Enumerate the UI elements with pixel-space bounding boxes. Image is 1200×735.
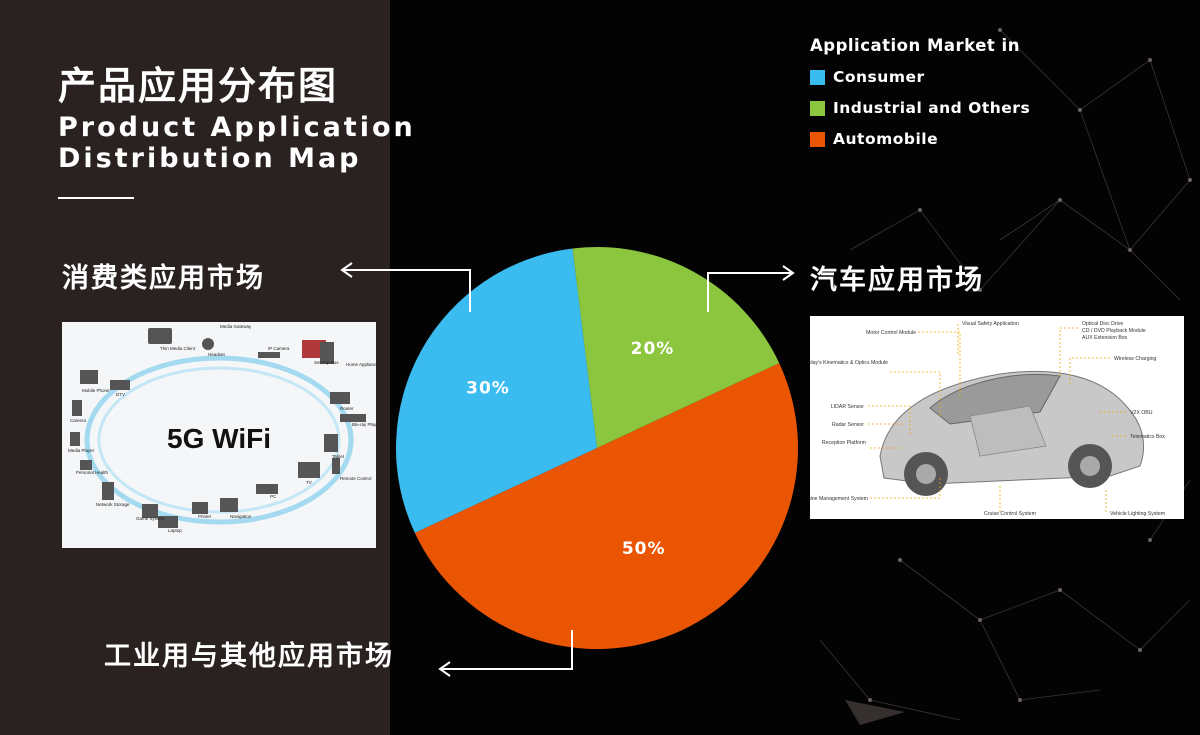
device-label: Thin Media Client (160, 346, 196, 351)
device-label: Headset (208, 352, 226, 357)
device-label: Network Storage (96, 502, 130, 507)
auto-callout: AUX Extension Box (1082, 335, 1128, 341)
auto-arrow-head (782, 265, 795, 281)
callout-lines (868, 324, 1126, 512)
connector-arrows (340, 262, 795, 677)
device-label: Mobile Phone (82, 388, 110, 393)
device-label: Game System (136, 516, 165, 521)
device-label: Media Gateway (220, 324, 252, 329)
pie-slice-automobile (414, 363, 799, 650)
device-label: Camera (70, 418, 87, 423)
auto-callout: V2X OBU (1130, 410, 1153, 416)
auto-callout: Vehicle Lighting System (1110, 511, 1165, 517)
title-cn: 产品应用分布图 (58, 64, 339, 108)
device-label: Media Player (68, 448, 95, 453)
pie-label-industrial: 20% (631, 339, 675, 359)
device-icons (70, 328, 366, 528)
auto-callout: Telematics Box (1130, 434, 1165, 440)
device-label: Printer (198, 514, 212, 519)
auto-market-label: 汽车应用市场 (810, 265, 984, 296)
device-label: TV (306, 480, 312, 485)
auto-callouts: Motor Control ModuleHead-Up Display's Ki… (810, 321, 1165, 517)
legend-label-industrial: Industrial and Others (833, 99, 1031, 117)
auto-callout: Optical Disc Drive (1082, 321, 1123, 327)
device-label: Router (340, 406, 354, 411)
legend-label-automobile: Automobile (833, 130, 939, 148)
auto-callout: Reception Platform (822, 440, 866, 446)
legend-item-consumer: Consumer (810, 68, 1030, 86)
title-underline (58, 197, 134, 199)
industrial-market-label: 工业用与其他应用市场 (104, 641, 394, 672)
industrial-arrow-head (438, 661, 451, 677)
device-label: IP Camera (268, 346, 290, 351)
legend-item-automobile: Automobile (810, 130, 1030, 148)
auto-callout: CD / DVD Playback Module (1082, 328, 1146, 334)
auto-connector (707, 272, 791, 312)
consumer-arrow-head (340, 262, 353, 278)
title-en-line2: Distribution Map (58, 143, 362, 174)
title-en-line1: Product Application (58, 112, 416, 143)
auto-callout: Radar Sensor (832, 422, 864, 428)
pie-slices (395, 246, 799, 650)
auto-callout: Engine Management System (810, 496, 868, 502)
device-label: Blu-ray Player (352, 422, 376, 427)
pie-slice-labels: 50% 30% 20% (466, 339, 675, 559)
legend-swatch-industrial (810, 100, 825, 116)
legend: Application Market in Consumer Industria… (810, 36, 1030, 148)
auto-callout: Wireless Charging (1114, 356, 1156, 362)
legend-swatch-consumer (810, 69, 825, 85)
consumer-market-label: 消费类应用市场 (62, 263, 265, 294)
device-label: Laptop (168, 528, 182, 533)
pie-label-automobile: 50% (622, 539, 666, 559)
car-illustration (879, 370, 1145, 496)
device-label: Home Appliances (346, 362, 376, 367)
legend-item-industrial: Industrial and Others (810, 99, 1030, 117)
device-label: Remote Control (340, 476, 372, 481)
auto-callout: LIDAR Sensor (831, 404, 864, 410)
legend-swatch-automobile (810, 131, 825, 147)
device-label: Set-Top Box (314, 360, 339, 365)
pie-slice-industrial (572, 246, 780, 448)
pie-slice-consumer (395, 248, 597, 533)
device-label: Tablet (332, 454, 345, 459)
consumer-connector (344, 269, 471, 312)
pie-label-consumer: 30% (466, 379, 510, 399)
device-label: Personal Health (76, 470, 109, 475)
industrial-connector (442, 630, 573, 670)
device-label: Navigation (230, 514, 252, 519)
device-label: DTV (116, 392, 125, 397)
auto-callout: Head-Up Display's Kinematics & Optics Mo… (810, 360, 888, 366)
auto-callout: Motor Control Module (866, 330, 916, 336)
device-label: PC (270, 494, 277, 499)
auto-callout: Cruise Control System (984, 511, 1036, 517)
automotive-photo: Motor Control ModuleHead-Up Display's Ki… (810, 316, 1184, 519)
consumer-photo-caption: 5G WiFi (167, 423, 271, 454)
legend-label-consumer: Consumer (833, 68, 925, 86)
auto-callout: Visual Safety Application (962, 321, 1019, 327)
legend-title: Application Market in (810, 36, 1020, 55)
